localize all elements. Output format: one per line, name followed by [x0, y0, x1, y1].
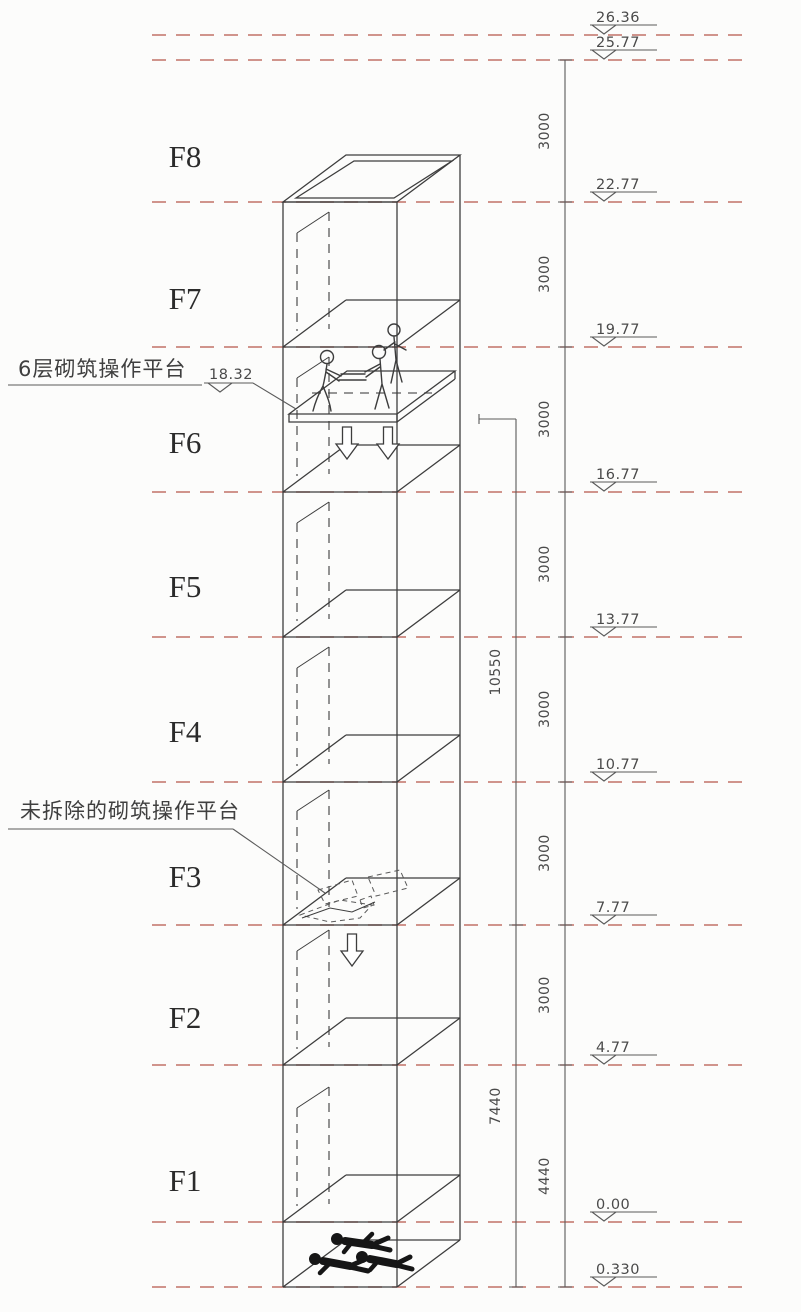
- annotation-leader: [232, 828, 326, 894]
- f3-broken-platform: [298, 869, 409, 968]
- elevation-value: 25.77: [596, 35, 640, 51]
- dim-lower-total: 7440: [488, 1087, 504, 1125]
- annotations: 6层砌筑操作平台 未拆除的砌筑操作平台: [8, 357, 326, 894]
- dim-floor-height: 3000: [537, 255, 553, 293]
- upper-platform-annotation: 6层砌筑操作平台: [18, 357, 186, 381]
- elevation-value: 0.00: [596, 1197, 630, 1213]
- floor-labels: F8 F7 F6 F5 F4 F3 F2 F1: [169, 139, 202, 1198]
- floor-label-f2: F2: [169, 1000, 202, 1035]
- elevation-marker: 0.330: [590, 1262, 657, 1287]
- elevation-marker: 10.77: [590, 757, 657, 782]
- dim-ground-total: 4440: [537, 1157, 553, 1195]
- elevation-value: 26.36: [596, 10, 640, 26]
- fall-arrow: [339, 933, 365, 968]
- elevation-marker: 0.00: [590, 1197, 657, 1222]
- floor-slabs: [282, 299, 461, 1288]
- carried-plank: [338, 373, 367, 381]
- dim-floor-height: 3000: [537, 690, 553, 728]
- platform-elevation-value: 18.32: [209, 367, 253, 383]
- elevation-marker: 22.77: [590, 177, 657, 202]
- elevation-value: 7.77: [596, 900, 630, 916]
- floor-label-f4: F4: [169, 714, 202, 749]
- elevation-marker: 25.77: [590, 35, 657, 60]
- elevation-value: 22.77: [596, 177, 640, 193]
- elevation-value: 13.77: [596, 612, 640, 628]
- f6-work-platform: [287, 323, 457, 461]
- fall-arrow: [375, 426, 401, 461]
- floor-label-f6: F6: [169, 425, 202, 460]
- level-lines: [152, 34, 746, 1288]
- elevation-marker: 7.77: [590, 900, 657, 925]
- elevation-marker: 19.77: [590, 322, 657, 347]
- elevation-value: 4.77: [596, 1040, 630, 1056]
- elevation-value: 10.77: [596, 757, 640, 773]
- dim-floor-height: 3000: [537, 112, 553, 150]
- floor-label-f3: F3: [169, 859, 202, 894]
- floor-label-f1: F1: [169, 1163, 202, 1198]
- elevation-marker: 16.77: [590, 467, 657, 492]
- elevation-marker: 13.77: [590, 612, 657, 637]
- fallen-workers: [309, 1231, 415, 1276]
- elevation-markers: 26.36 25.77 22.77 19.77 16.77 13.77 10.7…: [204, 10, 657, 1287]
- building-shaft: [281, 154, 462, 1288]
- fall-arrow: [334, 426, 360, 461]
- dim-floor-height: 3000: [537, 834, 553, 872]
- dim-floor-height: 3000: [537, 976, 553, 1014]
- dim-upper-total: 10550: [488, 648, 504, 695]
- elevation-marker: 26.36: [590, 10, 657, 35]
- dim-floor-height: 3000: [537, 400, 553, 438]
- floor-label-f8: F8: [169, 139, 202, 174]
- elevation-value: 19.77: [596, 322, 640, 338]
- platform-elevation-marker: 18.32: [204, 367, 297, 410]
- roof-outline: [281, 154, 462, 203]
- roof-parapet: [293, 160, 455, 199]
- worker-figures: [312, 323, 407, 412]
- hidden-openings: [296, 211, 330, 1206]
- elevation-value: 0.330: [596, 1262, 640, 1278]
- floor-label-f7: F7: [169, 281, 202, 316]
- floor-label-f5: F5: [169, 569, 202, 604]
- remaining-platform-annotation: 未拆除的砌筑操作平台: [20, 799, 240, 823]
- elevation-marker: 4.77: [590, 1040, 657, 1065]
- dimension-lines: 3000 3000 3000 3000 3000 3000 3000 4440 …: [478, 59, 572, 1288]
- elevation-value: 16.77: [596, 467, 640, 483]
- dim-floor-height: 3000: [537, 545, 553, 583]
